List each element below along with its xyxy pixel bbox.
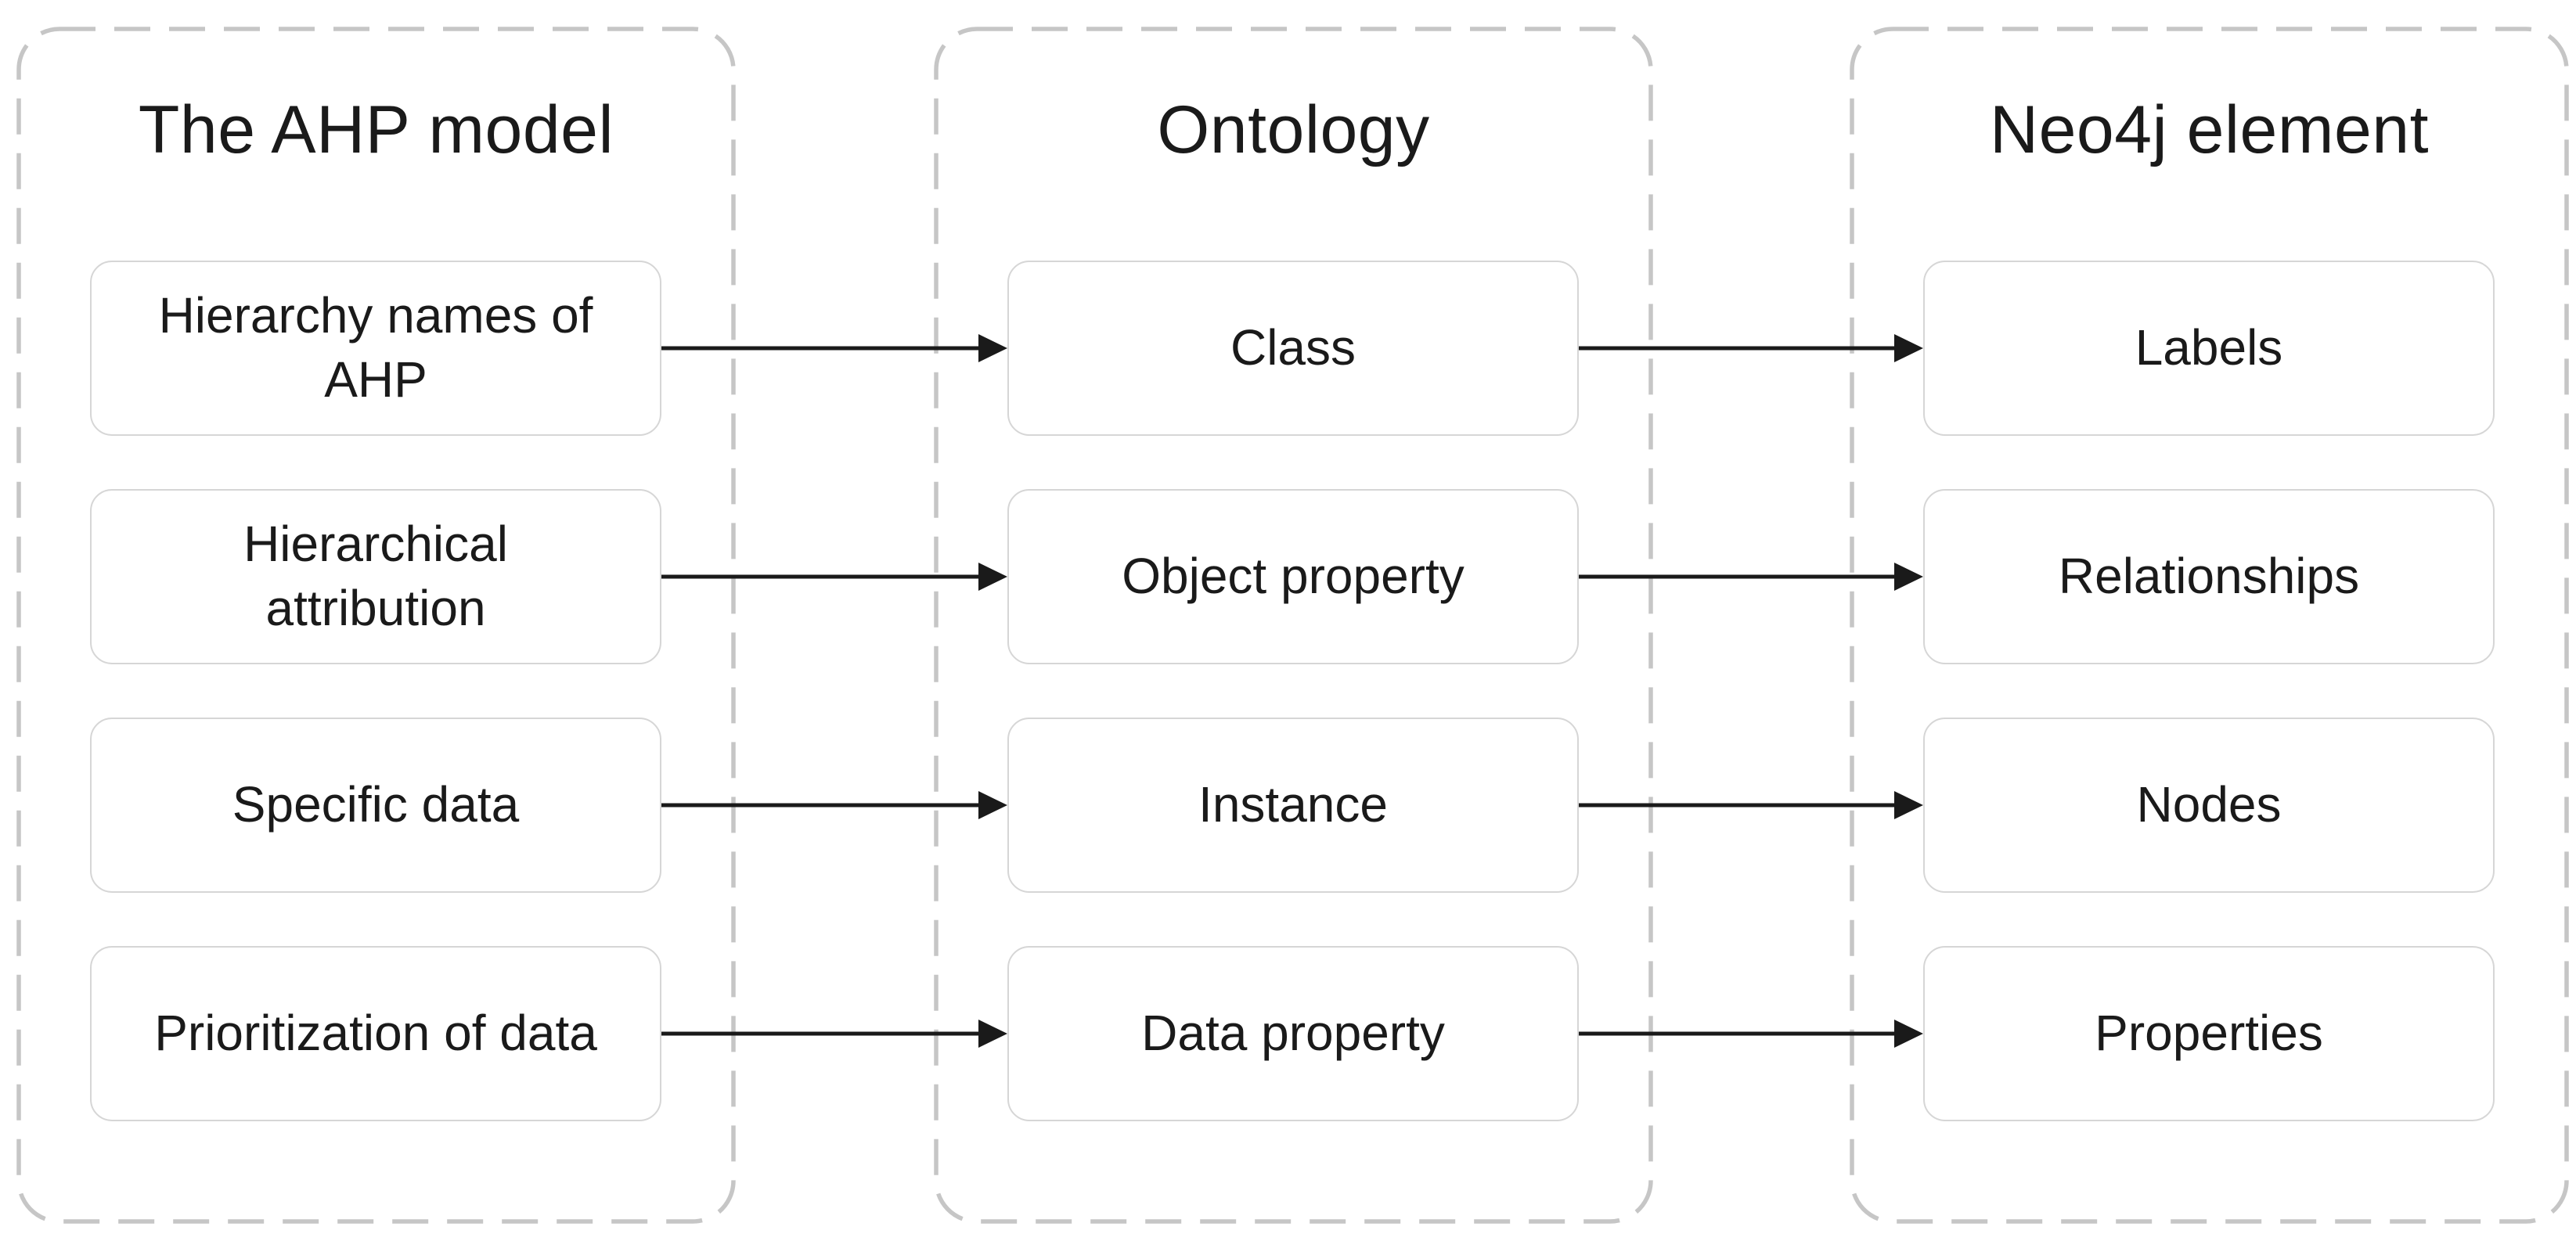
arrow-prioritization-of-data-to-data-property [661,1020,1007,1048]
box-relationships: Relationships [1923,489,2495,664]
box-data-property: Data property [1007,946,1579,1121]
arrow-data-property-to-properties [1579,1020,1923,1048]
box-label: Object property [1122,548,1465,605]
box-label: Specific data [232,776,520,833]
arrow-specific-data-to-instance [661,791,1007,819]
column-title-ontology: Ontology [1157,92,1430,167]
box-class: Class [1007,261,1579,436]
arrow-object-property-to-relationships [1579,563,1923,591]
box-hierarchical-attribution: Hierarchical attribution [90,489,661,664]
box-labels: Labels [1923,261,2495,436]
arrow-class-to-labels [1579,334,1923,362]
column-title-ahp-model: The AHP model [138,92,614,167]
box-label: Relationships [2058,548,2360,605]
box-label: Labels [2135,319,2283,376]
box-specific-data: Specific data [90,718,661,893]
box-label: Properties [2095,1005,2323,1062]
arrow-hierarchical-attribution-to-object-property [661,563,1007,591]
box-label: Hierarchy names of AHP [158,287,593,408]
ahp-column-border [16,27,736,1224]
column-ontology: Ontology Class Object property Instance … [936,29,1651,1221]
arrow-instance-to-nodes [1579,791,1923,819]
column-ahp-model: The AHP model Hierarchy names of AHP Hie… [19,29,733,1221]
box-prioritization-of-data: Prioritization of data [90,946,661,1121]
neo4j-column-border [1850,27,2569,1224]
ontology-column-border [934,27,1653,1224]
box-label: Instance [1198,776,1388,833]
column-title-neo4j-element: Neo4j element [1989,92,2430,167]
column-neo4j-element: Neo4j element Labels Relationships Nodes… [1852,29,2567,1221]
box-label: Data property [1141,1005,1445,1062]
box-nodes: Nodes [1923,718,2495,893]
box-label: Prioritization of data [154,1005,597,1062]
box-label: Nodes [2136,776,2282,833]
box-hierarchy-names-of-ahp: Hierarchy names of AHP [90,261,661,436]
box-label: Hierarchical attribution [243,516,508,636]
box-label: Class [1230,319,1356,376]
box-object-property: Object property [1007,489,1579,664]
arrow-hierarchy-names-of-ahp-to-class [661,334,1007,362]
box-properties: Properties [1923,946,2495,1121]
box-instance: Instance [1007,718,1579,893]
